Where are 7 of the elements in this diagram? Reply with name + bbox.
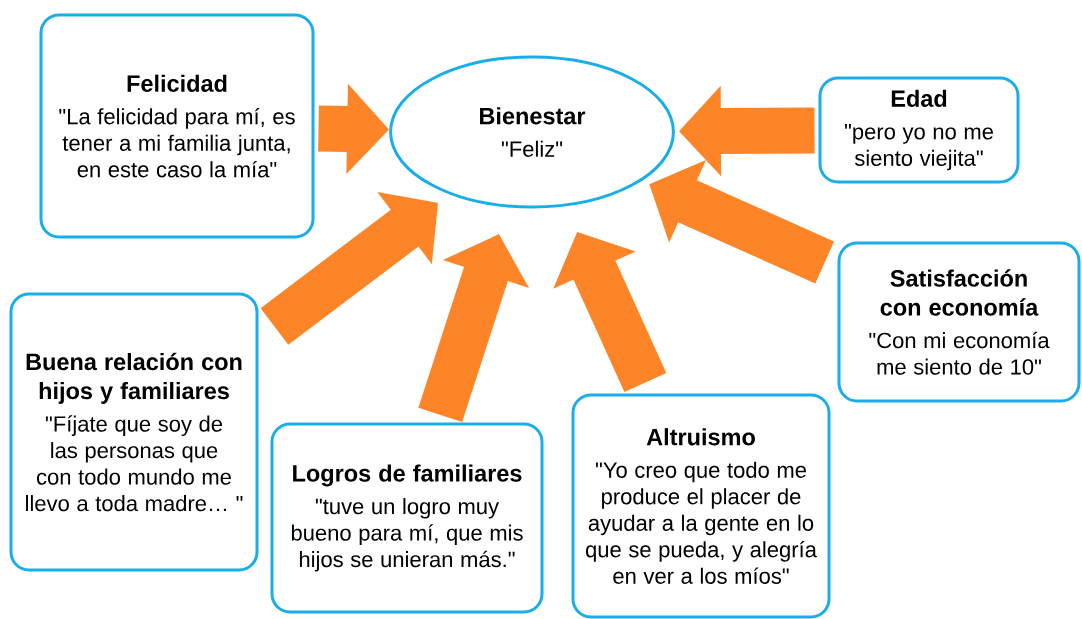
ellipse-node: Bienestar "Feliz" bbox=[389, 55, 675, 209]
quote-box: Edad "pero yo no me siento viejita" bbox=[818, 76, 1020, 184]
quote-box: Logros de familiares "tuve un logro muy bueno para mí, que mis hijos se unieran más." bbox=[270, 422, 544, 614]
quote-box: Altruismo "Yo creo que todo me produce el placer de ayudar a la gente en lo que se pueda, y alegría en ver a los míos" bbox=[571, 393, 831, 619]
quote-box: Satisfacción con economía "Con mi economía me siento de 10" bbox=[837, 241, 1081, 403]
quote-box: Buena relación con hijos y familiares "Fíjate que soy de las personas que con todo mundo me llevo a toda madre… " bbox=[9, 292, 259, 572]
quote-box: Felicidad "La felicidad para mí, es tener a mi familia junta, en este caso la mía" bbox=[39, 13, 315, 239]
